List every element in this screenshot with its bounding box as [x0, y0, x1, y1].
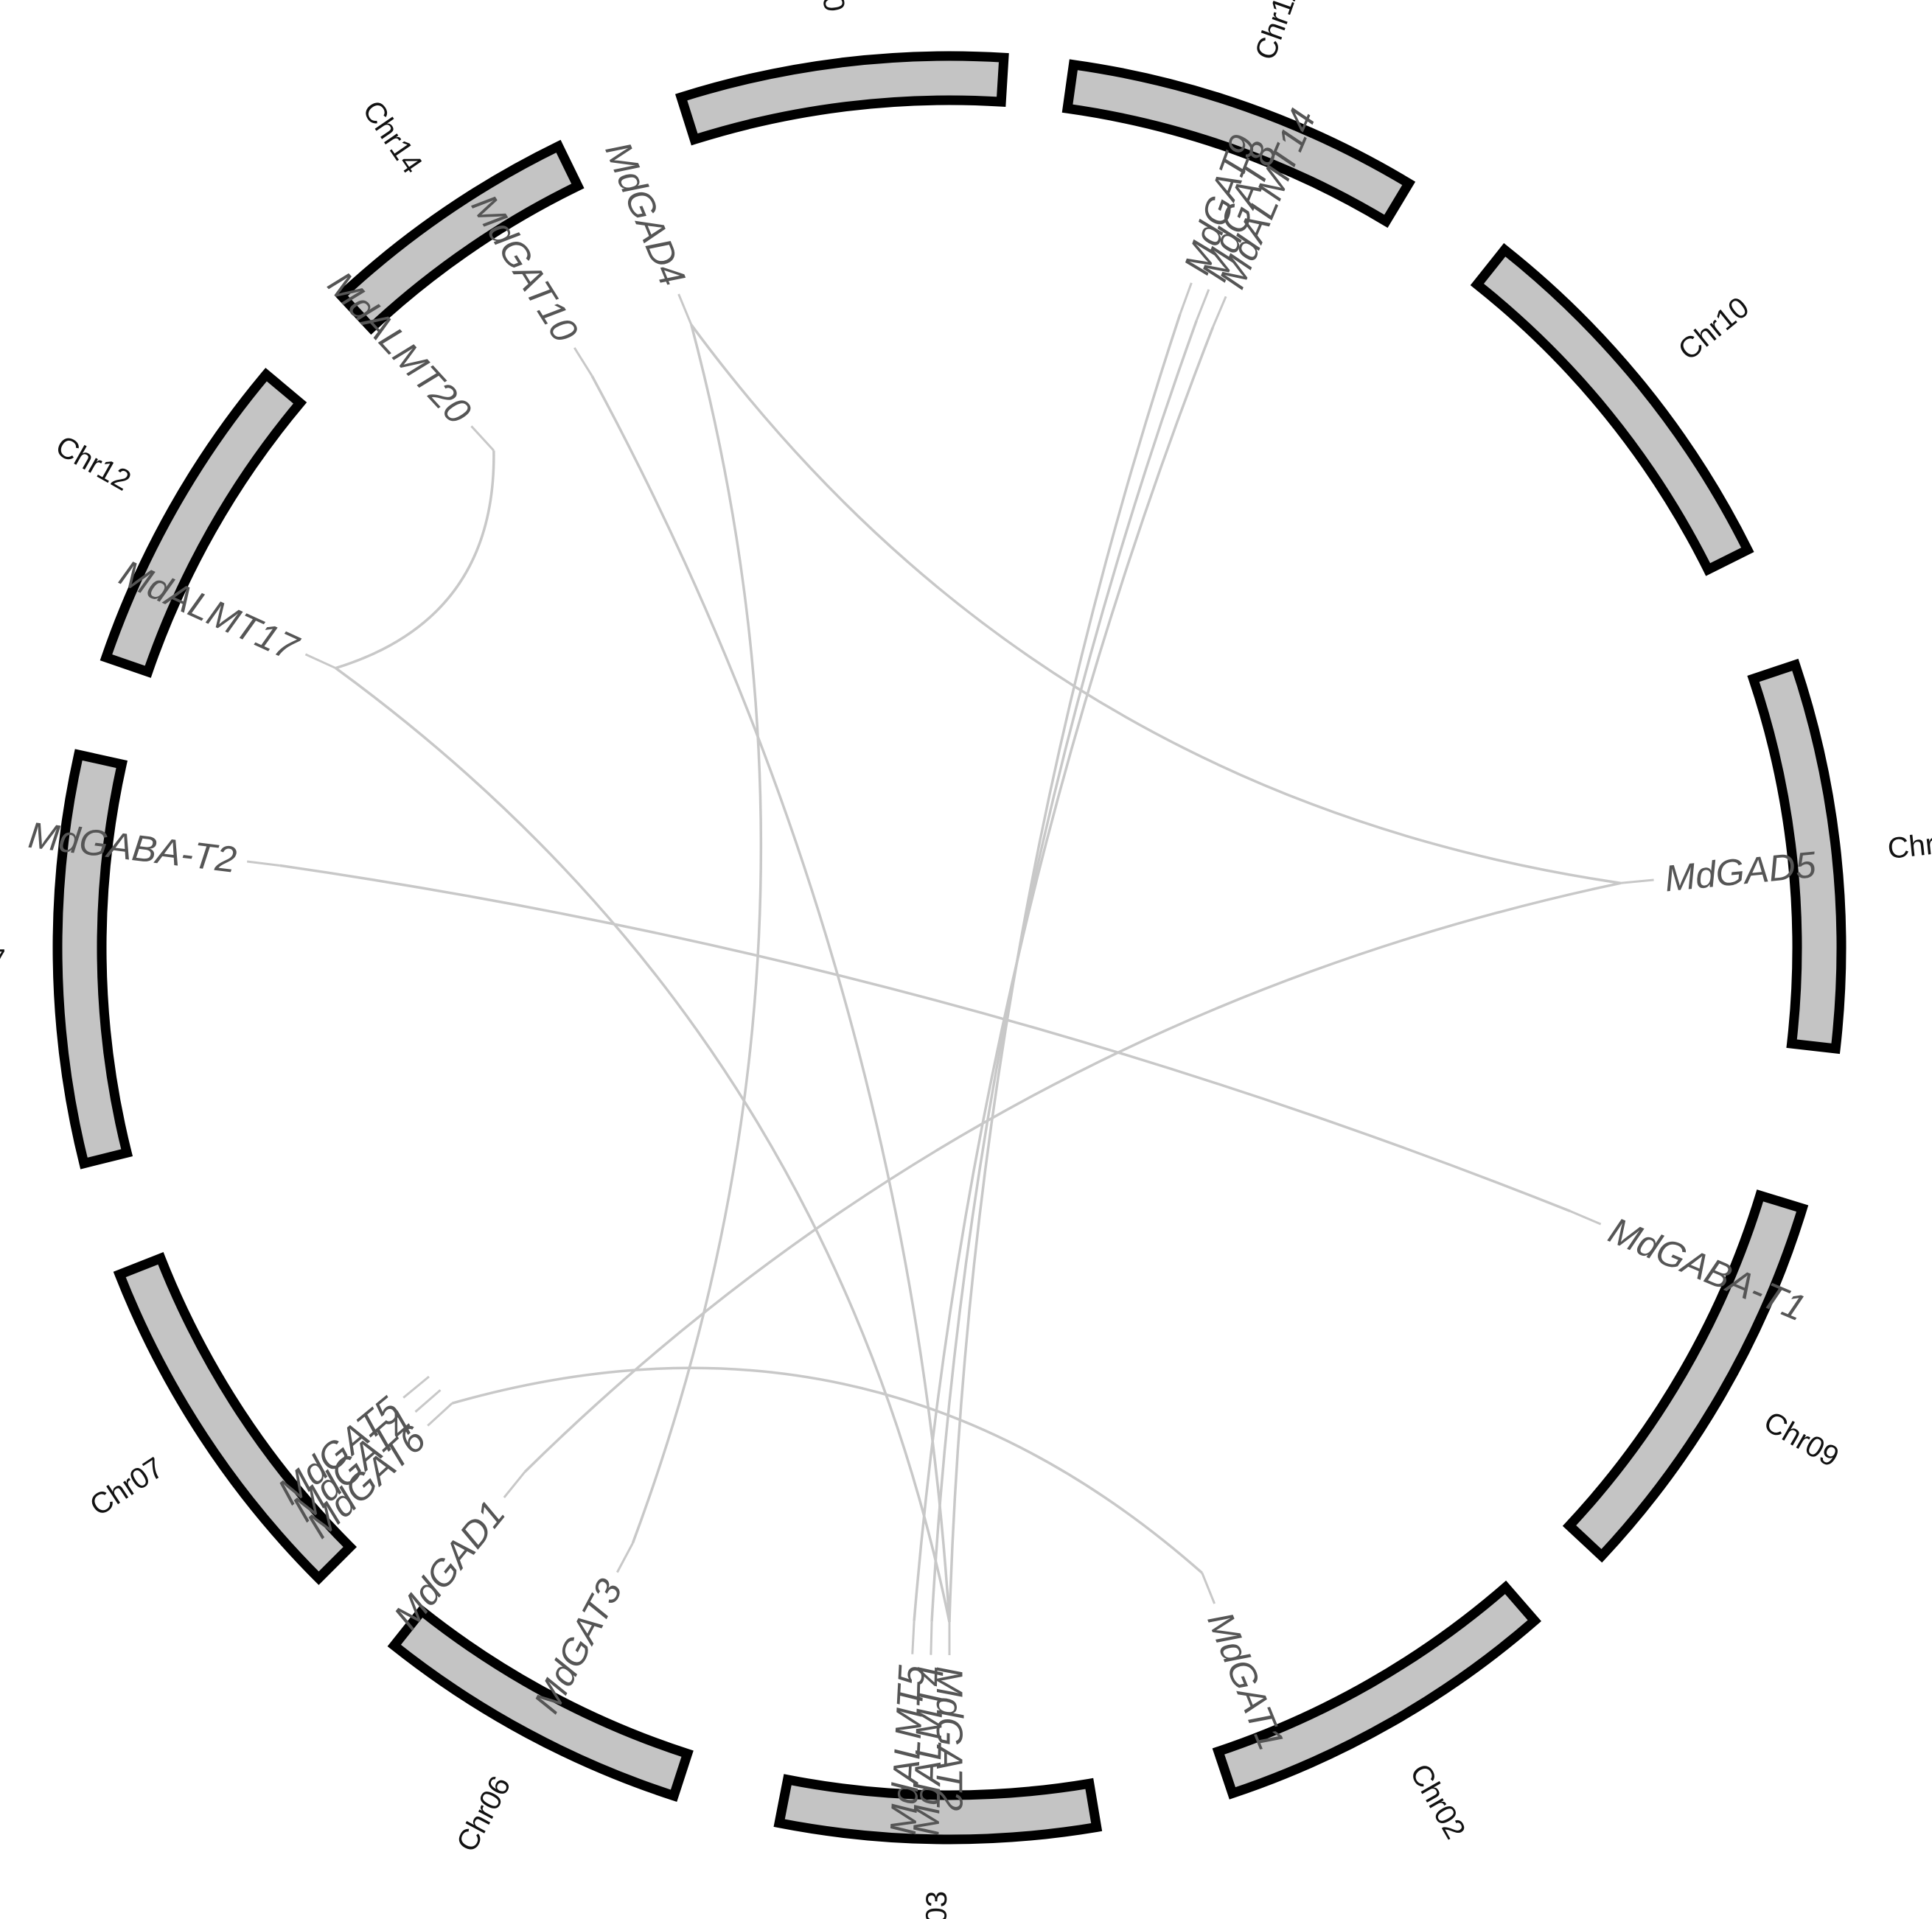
- chromosome-label-chr06: Chr06: [450, 1771, 517, 1857]
- synteny-link: [451, 1366, 1203, 1574]
- chromosome-chr03: [773, 1774, 1103, 1845]
- gene-tick: [427, 1402, 453, 1427]
- chromosome-label-chr03: Chr03: [920, 1891, 953, 1919]
- gene-tick: [414, 1389, 442, 1413]
- chromosome-chr07: [113, 1252, 358, 1585]
- gene-label-mdgad1: MdGAD1: [386, 1493, 513, 1637]
- synteny-link: [913, 326, 1215, 1621]
- gene-tick: [1212, 296, 1227, 328]
- gene-tick: [402, 1375, 430, 1399]
- chromosome-chr02: [1212, 1580, 1542, 1800]
- chromosome-label-chr11: Chr11: [1249, 0, 1306, 64]
- chromosome-label-chr00: Chr00: [809, 0, 851, 13]
- gene-tick: [1179, 282, 1193, 315]
- gene-label-mdgat3: MdGAT3: [526, 1573, 630, 1720]
- gene-tick: [677, 293, 693, 326]
- chromosome-chr12: [100, 368, 307, 678]
- synteny-link: [335, 450, 495, 670]
- chromosome-chr00: [674, 51, 1009, 146]
- gene-tick: [1620, 878, 1654, 884]
- chromosome-label-chr02: Chr02: [1403, 1758, 1471, 1844]
- gene-tick: [911, 1621, 916, 1654]
- gene-tick: [470, 425, 495, 452]
- chromosome-label-chr17: Chr17: [0, 944, 6, 977]
- gene-label-mdgat1: MdGAT1: [1199, 1607, 1291, 1756]
- chromosome-chr10: [1470, 242, 1754, 576]
- chromosome-label-chr16: Chr16: [1886, 825, 1932, 865]
- chromosome-ring: [52, 51, 1846, 1845]
- synteny-link: [631, 324, 763, 1544]
- gene-ticks: [246, 282, 1654, 1655]
- gene-tick: [246, 860, 281, 867]
- gene-tick: [1201, 1572, 1216, 1604]
- gene-tick: [1195, 289, 1210, 321]
- chromosome-chr06: [387, 1604, 694, 1802]
- synteny-link: [279, 864, 1571, 1213]
- chromosome-chr09: [1562, 1189, 1809, 1563]
- gene-label-mdgad4: MdGAD4: [597, 136, 693, 292]
- chromosome-chr14: [334, 139, 585, 335]
- synteny-link: [930, 320, 1198, 1622]
- chromosome-chr17: [52, 749, 133, 1170]
- chromosome-label-chr07: Chr07: [84, 1451, 169, 1523]
- gene-tick: [573, 347, 593, 377]
- gene-tick: [304, 653, 337, 669]
- synteny-links: [279, 313, 1622, 1623]
- chromosome-label-chr12: Chr12: [50, 430, 136, 497]
- chromosome-chr11: [1061, 59, 1416, 228]
- gene-label-mdgat2: MdGAT2: [929, 1666, 970, 1811]
- gene-label-mdalmt5: MdALMT5: [882, 1664, 932, 1836]
- gene-tick: [930, 1621, 933, 1655]
- chromosome-label-chr10: Chr10: [1673, 291, 1755, 367]
- synteny-link: [590, 375, 951, 1623]
- synteny-link: [523, 881, 1622, 1473]
- synteny-link: [335, 667, 951, 1623]
- chromosome-label-chr14: Chr14: [356, 95, 428, 180]
- chromosome-label-chr09: Chr09: [1759, 1405, 1844, 1474]
- synteny-link: [690, 324, 1622, 885]
- chromosome-chr16: [1747, 658, 1846, 1055]
- gene-tick: [615, 1542, 634, 1573]
- gene-labels: MdGAT9MdGAT8MdALMT14MdGAD5MdGABA-T1MdGAT…: [27, 103, 1818, 1836]
- gene-tick: [503, 1471, 526, 1499]
- gene-label-mdalmt4: MdALMT4: [905, 1665, 951, 1836]
- gene-tick: [1569, 1210, 1602, 1226]
